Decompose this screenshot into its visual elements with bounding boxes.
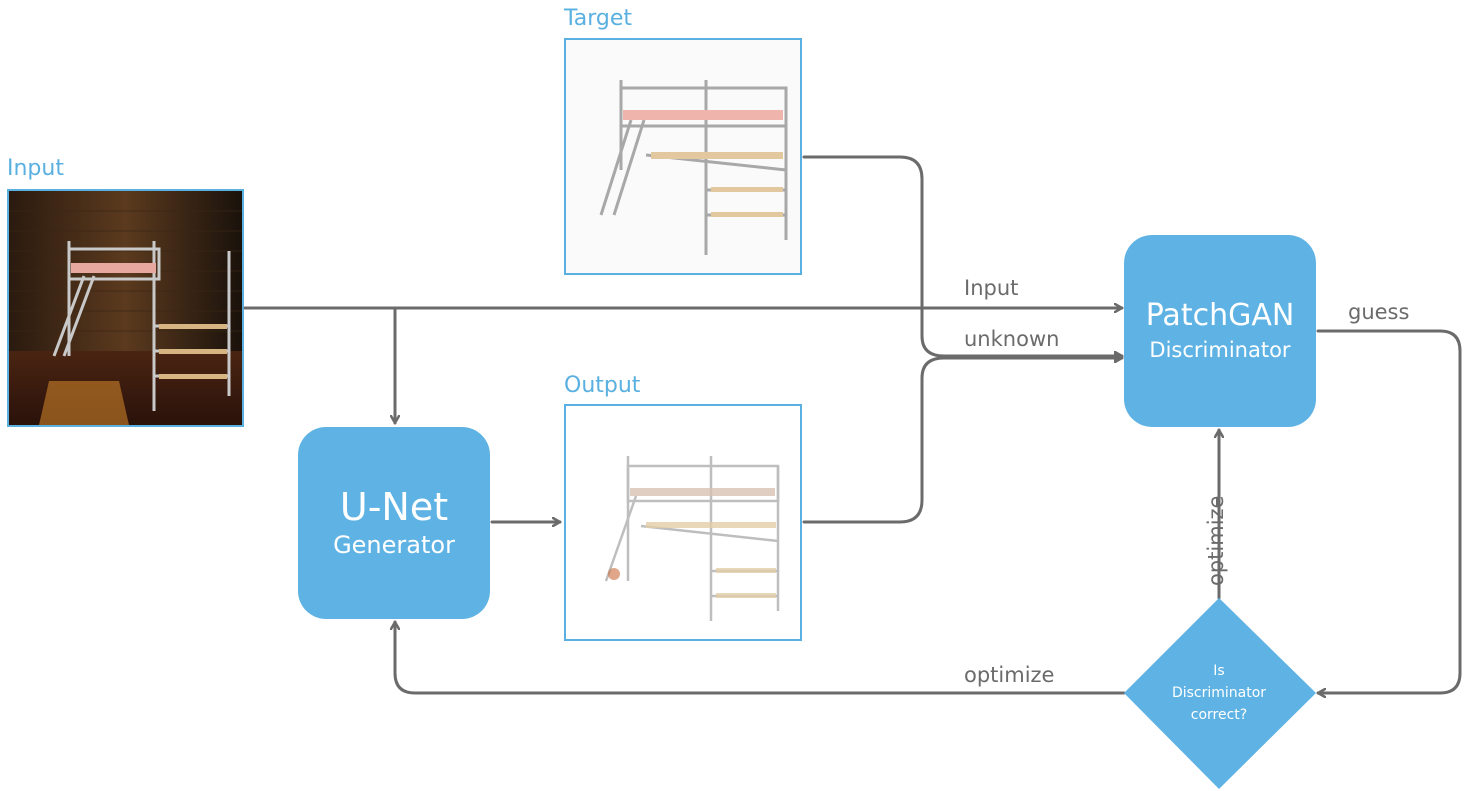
edge-label-optimize-generator: optimize: [964, 663, 1055, 687]
edge-label-unknown: unknown: [964, 327, 1060, 351]
decision-line-3: correct?: [1190, 707, 1248, 723]
arrow-guess: [1316, 329, 1462, 693]
generator-subtitle: Generator: [333, 531, 455, 559]
decision-line-1: Is: [1213, 663, 1225, 679]
edge-label-optimize-discriminator: optimize: [1204, 495, 1228, 586]
input-caption: Input: [7, 156, 64, 181]
decision-line-2: Discriminator: [1171, 685, 1267, 701]
output-image: [566, 406, 800, 639]
edge-label-input: Input: [964, 276, 1019, 300]
decision-label: Is Discriminator correct?: [1144, 660, 1294, 726]
discriminator-title: PatchGAN: [1145, 298, 1295, 333]
output-caption: Output: [564, 373, 641, 398]
arrow-optimize-generator: [395, 620, 1126, 695]
discriminator-subtitle: Discriminator: [1149, 338, 1291, 362]
edge-label-guess: guess: [1348, 300, 1410, 324]
output-image-frame: [564, 404, 802, 641]
generator-title: U-Net: [339, 485, 449, 529]
target-image: [566, 40, 800, 273]
input-image: [9, 191, 242, 425]
target-caption: Target: [564, 6, 633, 31]
arrow-output-to-discriminator: [802, 358, 1124, 524]
generator-node: U-Net Generator: [298, 427, 490, 619]
discriminator-node: PatchGAN Discriminator: [1124, 235, 1316, 427]
arrow-target-to-discriminator: [802, 155, 1124, 356]
target-image-frame: [564, 38, 802, 275]
input-image-frame: [7, 189, 244, 427]
decision-diamond: [1124, 598, 1316, 789]
